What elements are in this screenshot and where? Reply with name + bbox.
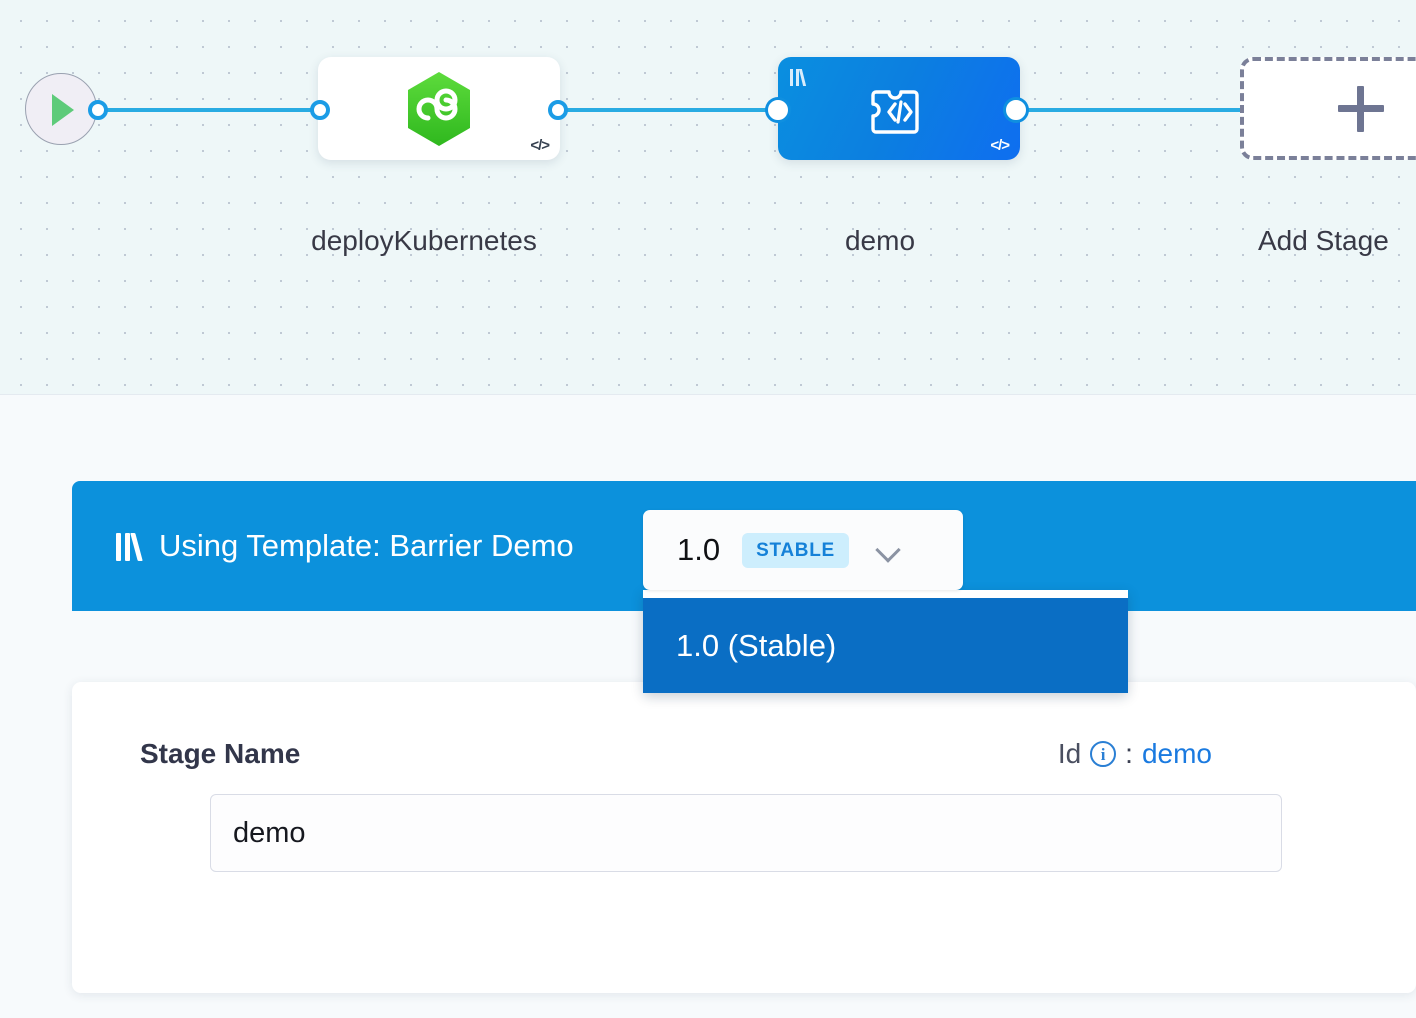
pipeline-start-node[interactable] xyxy=(25,73,97,145)
stage-form-card: Stage Name Id i : demo xyxy=(72,682,1416,993)
info-icon[interactable]: i xyxy=(1090,741,1117,767)
pipeline-canvas[interactable]: </> </> deployKubernetes demo Add Stage xyxy=(0,0,1416,395)
connector-line-start-to-deploy xyxy=(86,108,336,112)
template-library-icon xyxy=(116,531,143,561)
template-version-select[interactable]: 1.0 STABLE xyxy=(643,510,963,590)
custom-stage-code-icon xyxy=(868,78,930,140)
stage-label-demo: demo xyxy=(844,225,916,256)
template-version-value: 1.0 xyxy=(677,532,721,567)
stage-name-label: Stage Name xyxy=(140,738,301,769)
stage-name-input[interactable] xyxy=(210,794,1282,872)
stage-id-block: Id i : demo xyxy=(1058,738,1212,770)
port-demo-out[interactable] xyxy=(1006,100,1026,120)
template-version-dropdown[interactable]: 1.0 (Stable) xyxy=(643,590,1128,693)
add-stage-button[interactable] xyxy=(1240,57,1416,160)
stage-name-row: Stage Name Id i : demo xyxy=(140,738,1212,770)
add-stage-label: Add Stage xyxy=(1258,225,1389,256)
stage-id-label: Id xyxy=(1057,738,1082,769)
connector-line-demo-to-add xyxy=(1000,108,1248,112)
chevron-down-icon[interactable] xyxy=(875,537,901,563)
template-version-stable-badge: STABLE xyxy=(742,532,849,568)
dropdown-option-1-0-stable[interactable]: 1.0 (Stable) xyxy=(643,598,1128,693)
port-start-out[interactable] xyxy=(88,100,108,120)
port-deploy-out[interactable] xyxy=(548,100,568,120)
port-demo-in[interactable] xyxy=(768,100,788,120)
code-icon: </> xyxy=(990,137,1010,154)
stage-node-demo[interactable]: </> xyxy=(778,57,1020,160)
stage-node-deploykubernetes[interactable]: </> xyxy=(318,57,560,160)
template-library-icon xyxy=(790,67,807,86)
stage-id-separator: : xyxy=(1125,738,1133,769)
port-deploy-in[interactable] xyxy=(310,100,330,120)
using-template-text: Using Template: Barrier Demo xyxy=(159,528,574,563)
stage-details-panel: Using Template: Barrier Demo Stage Name … xyxy=(0,396,1416,1018)
code-icon: </> xyxy=(530,137,550,154)
plus-icon xyxy=(1338,85,1384,132)
play-icon xyxy=(52,94,74,126)
kubernetes-deploy-hexagon-icon xyxy=(404,70,474,148)
connector-line-deploy-to-demo xyxy=(542,108,792,112)
stage-label-deploykubernetes: deployKubernetes xyxy=(311,225,537,256)
stage-id-value: demo xyxy=(1141,738,1212,769)
